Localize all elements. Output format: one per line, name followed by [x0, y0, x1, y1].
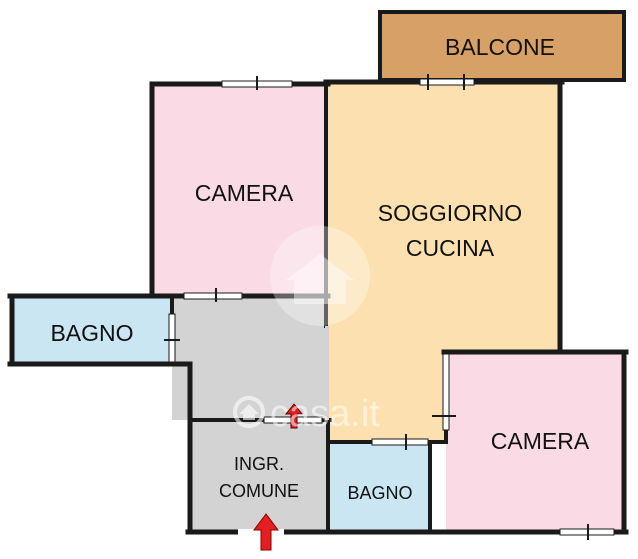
watermark: casa.it [233, 226, 380, 435]
balcone-room [380, 12, 624, 80]
cucina-label: CUCINA [406, 235, 495, 261]
ingresso-label-line2: COMUNE [219, 481, 299, 501]
ingresso-comune-room [190, 420, 328, 532]
bagno-left-label: BAGNO [50, 320, 133, 346]
windows [164, 74, 615, 540]
balcone-label: BALCONE [445, 34, 555, 60]
camera-room-left [154, 84, 326, 296]
bagno-room-bottom [330, 442, 430, 532]
bagno-bottom-label: BAGNO [347, 483, 412, 503]
ingresso-label-line1: INGR. [234, 454, 284, 474]
bagno-room-left [12, 296, 174, 364]
soggiorno-label: SOGGIORNO [378, 200, 522, 226]
internal-door-arrow-icon [284, 403, 304, 429]
watermark-logo-icon [233, 396, 265, 428]
camera-left-label: CAMERA [195, 180, 294, 206]
camera-room-right [446, 354, 624, 532]
watermark-text: casa.it [270, 393, 380, 435]
camera-right-label: CAMERA [491, 428, 590, 454]
entry-arrow-icon [253, 513, 279, 551]
